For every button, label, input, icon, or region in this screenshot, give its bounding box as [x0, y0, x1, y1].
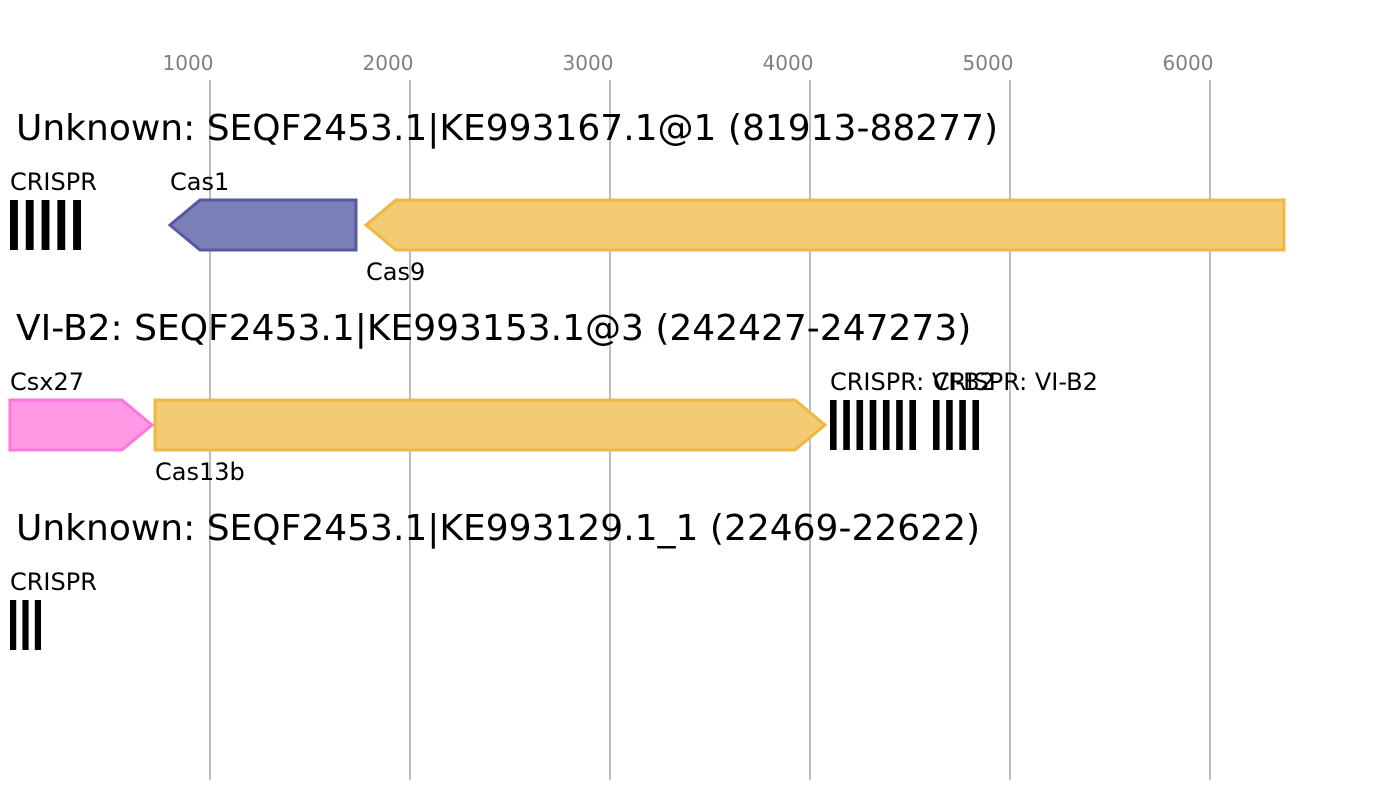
- gene-arrow: [167, 198, 358, 252]
- axis-ticks: 1000 2000 3000 4000 5000 6000: [163, 51, 1214, 75]
- crispr-array: CRISPR: VI-B2: [830, 368, 995, 450]
- crispr-repeat: [896, 400, 903, 450]
- crispr-repeat: [73, 200, 81, 250]
- crispr-label: CRISPR: VI-B2: [830, 368, 995, 396]
- locus-1: Unknown: SEQF2453.1|KE993167.1@1 (81913-…: [10, 108, 1286, 286]
- crispr-repeat: [869, 400, 877, 450]
- loci: Unknown: SEQF2453.1|KE993167.1@1 (81913-…: [8, 108, 1286, 650]
- crispr-repeat: [946, 400, 953, 450]
- crispr-repeat: [882, 400, 890, 450]
- crispr-repeat: [856, 400, 864, 450]
- crispr-repeat: [34, 600, 41, 650]
- crispr-label: CRISPR: VI-B2: [933, 368, 1098, 396]
- crispr-repeat: [843, 400, 850, 450]
- crispr-array: CRISPR: [10, 568, 97, 650]
- crispr-repeat: [959, 400, 966, 450]
- gene-label: Cas13b: [155, 458, 245, 486]
- gene-label: Cas9: [366, 258, 425, 286]
- tick-label: 3000: [563, 51, 614, 75]
- tick-label: 6000: [1163, 51, 1214, 75]
- crispr-label: CRISPR: [10, 168, 97, 196]
- crispr-label: CRISPR: [10, 568, 97, 596]
- crispr-array: CRISPR: VI-B2: [933, 368, 1098, 450]
- locus-3: Unknown: SEQF2453.1|KE993129.1_1 (22469-…: [10, 508, 980, 650]
- crispr-repeat: [933, 400, 940, 450]
- crispr-repeat: [10, 600, 17, 650]
- crispr-repeat: [830, 400, 837, 450]
- gene-label: Cas1: [170, 168, 229, 196]
- crispr-repeat: [41, 200, 50, 250]
- tick-label: 4000: [763, 51, 814, 75]
- crispr-repeat: [22, 600, 29, 650]
- tick-label: 5000: [963, 51, 1014, 75]
- locus-title: Unknown: SEQF2453.1|KE993129.1_1 (22469-…: [16, 508, 980, 549]
- locus-title: Unknown: SEQF2453.1|KE993167.1@1 (81913-…: [16, 108, 998, 149]
- crispr-repeat: [10, 200, 18, 250]
- tick-label: 2000: [363, 51, 414, 75]
- gene-arrow: [363, 198, 1286, 252]
- gene-cas9: Cas9: [363, 198, 1286, 286]
- gene-arrow: [153, 398, 828, 452]
- gene-cas13b: Cas13b: [153, 398, 828, 486]
- gene-arrow: [8, 398, 155, 452]
- crispr-repeat: [25, 200, 34, 250]
- gene-csx27: Csx27: [8, 368, 155, 452]
- tick-label: 1000: [163, 51, 214, 75]
- gene-cas1: Cas1: [167, 168, 358, 252]
- crispr-repeat: [972, 400, 979, 450]
- gene-label: Csx27: [10, 368, 84, 396]
- crispr-repeat: [57, 200, 66, 250]
- crispr-array: CRISPR: [10, 168, 97, 250]
- crispr-repeat: [909, 400, 916, 450]
- locus-2: VI-B2: SEQF2453.1|KE993153.1@3 (242427-2…: [8, 308, 1098, 486]
- locus-title: VI-B2: SEQF2453.1|KE993153.1@3 (242427-2…: [16, 308, 971, 349]
